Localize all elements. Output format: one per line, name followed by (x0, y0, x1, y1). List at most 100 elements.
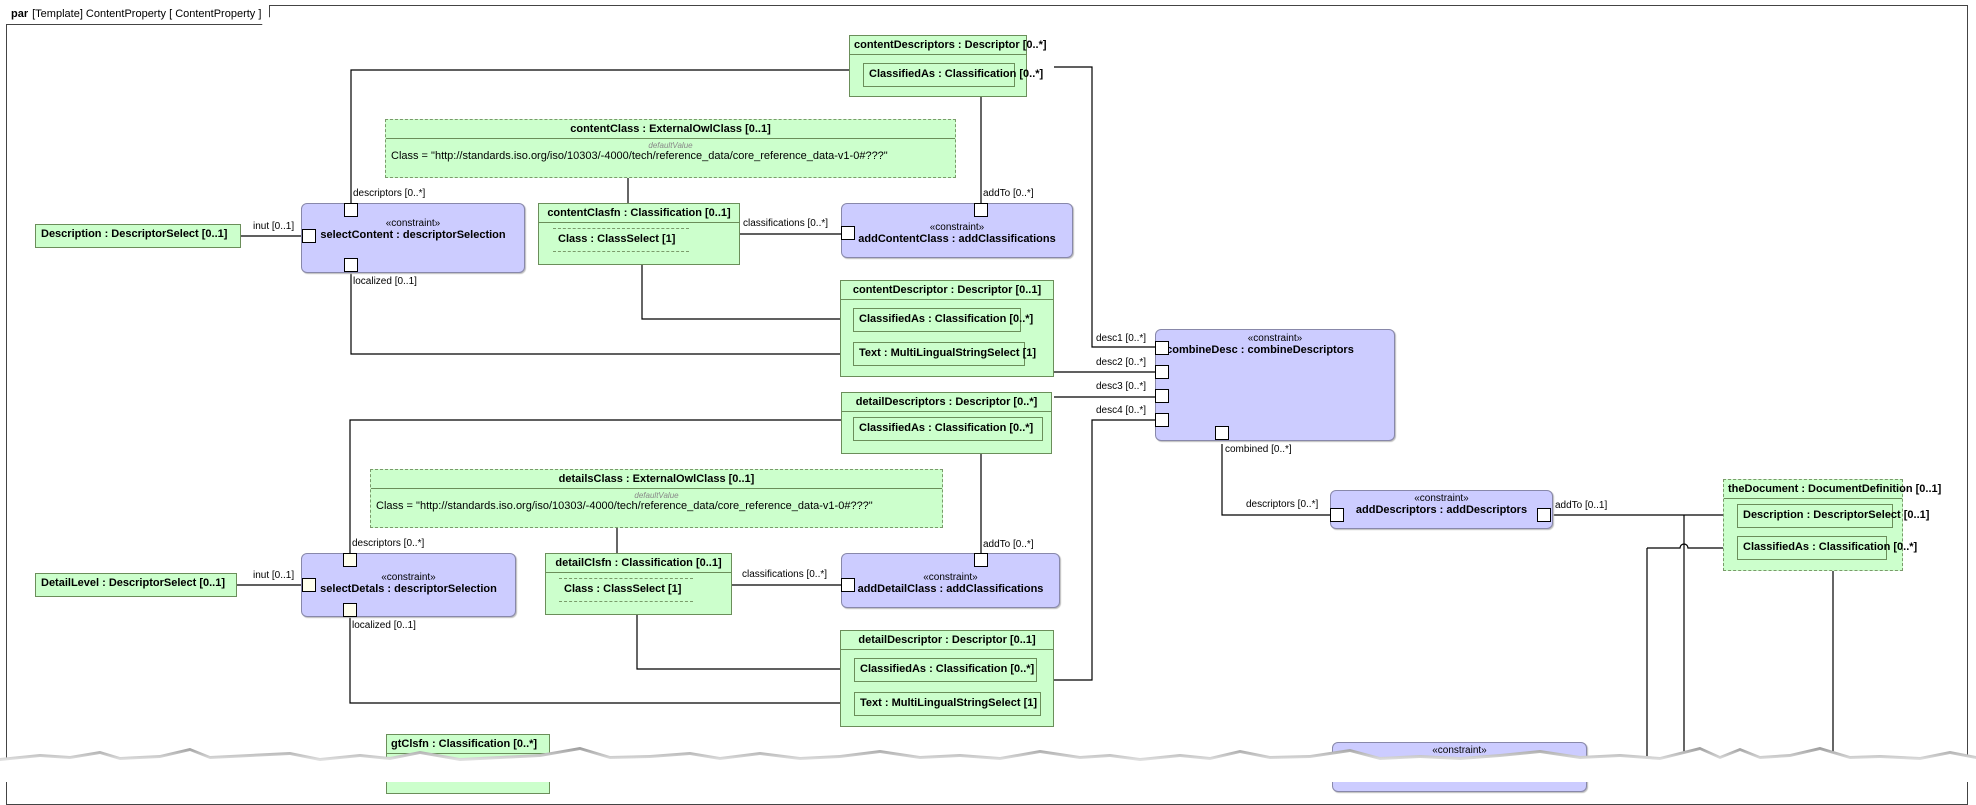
part-content-class[interactable]: contentClass : ExternalOwlClass [0..1] d… (385, 119, 956, 178)
part-details-class[interactable]: detailsClass : ExternalOwlClass [0..1] d… (370, 469, 943, 528)
port-descriptors[interactable] (343, 553, 357, 567)
part-the-document[interactable]: theDocument : DocumentDefinition [0..1] … (1723, 479, 1941, 571)
port-localized[interactable] (344, 258, 358, 272)
port-desc3[interactable] (1155, 389, 1169, 403)
constraint-name: selectDetals : descriptorSelection (320, 583, 497, 595)
constraint-name: selectContent : descriptorSelection (320, 229, 506, 241)
part-content-descriptors[interactable]: contentDescriptors : Descriptor [0..*] C… (849, 35, 1047, 97)
port-label-desc3: desc3 [0..*] (1096, 381, 1147, 392)
port-label-classifications: classifications [0..*] (742, 569, 828, 580)
property-detail-clsfn-class[interactable]: Class : ClassSelect [1] (559, 578, 693, 602)
diagram-frame-tab: par[Template] ContentProperty [ ContentP… (6, 5, 271, 25)
part-description-select-label: Description : DescriptorSelect [0..1] (41, 228, 228, 240)
frame-title: [Template] ContentProperty [ ContentProp… (32, 8, 262, 20)
constraint-combine-desc[interactable]: «constraint» combineDesc : combineDescri… (1155, 329, 1395, 441)
stereotype-label: «constraint» (1432, 745, 1487, 756)
port-combined[interactable] (1215, 426, 1229, 440)
frame-kind: par (11, 8, 29, 20)
default-value-text: Class = "http://standards.iso.org/iso/10… (391, 150, 888, 162)
port-inut[interactable] (302, 578, 316, 592)
property-content-clasfn-class[interactable]: Class : ClassSelect [1] (553, 228, 689, 252)
property-detail-descriptor-classified-as[interactable]: ClassifiedAs : Classification [0..*] (854, 658, 1037, 682)
part-detail-level[interactable]: DetailLevel : DescriptorSelect [0..1] (35, 573, 237, 597)
port-desc2[interactable] (1155, 365, 1169, 379)
part-detail-clsfn-header: detailClsfn : Classification [0..1] (546, 554, 731, 573)
connector-detals-localized (349, 617, 857, 704)
port-label-localized: localized [0..1] (352, 620, 416, 631)
default-value-label: defaultValue (634, 491, 679, 500)
port-label-classifications: classifications [0..*] (743, 218, 829, 229)
constraint-add-detail-class[interactable]: «constraint» addDetailClass : addClassif… (841, 553, 1060, 608)
port-descriptors[interactable] (1330, 508, 1344, 522)
stereotype-label: «constraint» (1414, 493, 1469, 504)
port-add-to[interactable] (974, 553, 988, 567)
part-content-clasfn-header: contentClasfn : Classification [0..1] (539, 204, 739, 223)
constraint-name: combineDesc : combineDescriptors (1166, 344, 1354, 356)
port-label-localized: localized [0..1] (353, 276, 417, 287)
connector-localized-content (350, 272, 857, 355)
port-descriptors[interactable] (344, 203, 358, 217)
connector-descriptors-content (350, 69, 849, 204)
part-detail-descriptors[interactable]: detailDescriptors : Descriptor [0..*] Cl… (841, 392, 1052, 454)
part-content-descriptors-header: contentDescriptors : Descriptor [0..*] (850, 36, 1047, 55)
constraint-add-descriptors[interactable]: «constraint» addDescriptors : addDescrip… (1330, 490, 1553, 529)
connector-combined-adddescriptors (1221, 444, 1330, 516)
port-label-desc1: desc1 [0..*] (1096, 333, 1147, 344)
port-label-combined: combined [0..*] (1225, 444, 1292, 455)
property-detail-descriptors-classified-as[interactable]: ClassifiedAs : Classification [0..*] (853, 417, 1043, 441)
part-detail-clsfn[interactable]: detailClsfn : Classification [0..1] Clas… (545, 553, 732, 615)
part-content-descriptor[interactable]: contentDescriptor : Descriptor [0..1] Cl… (840, 280, 1054, 377)
connector-document-classifiedas (1646, 543, 1737, 775)
port-label-add-to: addTo [0..1] (1555, 500, 1608, 511)
port-desc1[interactable] (1155, 341, 1169, 355)
property-document-classified-as[interactable]: ClassifiedAs : Classification [0..*] (1737, 536, 1917, 560)
property-document-description[interactable]: Description : DescriptorSelect [0..1] (1737, 504, 1929, 528)
part-details-class-header: detailsClass : ExternalOwlClass [0..1] (371, 470, 942, 489)
property-content-descriptor-classified-as[interactable]: ClassifiedAs : Classification [0..*] (853, 308, 1033, 332)
stereotype-label: «constraint» (923, 572, 978, 583)
part-detail-descriptor-header: detailDescriptor : Descriptor [0..1] (841, 631, 1053, 650)
constraint-name: addDetailClass : addClassifications (857, 583, 1044, 595)
part-content-descriptor-header: contentDescriptor : Descriptor [0..1] (841, 281, 1053, 300)
default-value-label: defaultValue (648, 141, 693, 150)
part-detail-descriptor[interactable]: detailDescriptor : Descriptor [0..1] Cla… (840, 630, 1054, 727)
stereotype-label: «constraint» (929, 222, 985, 233)
constraint-name: addContentClass : addClassifications (858, 233, 1056, 245)
connector-contentdescriptors-desc1 (1054, 66, 1155, 348)
constraint-name: addDescriptors : addDescriptors (1355, 504, 1528, 516)
constraint-select-content[interactable]: «constraint» selectContent : descriptorS… (301, 203, 525, 273)
parametric-diagram-canvas: par[Template] ContentProperty [ ContentP… (0, 5, 1976, 805)
port-classifications[interactable] (841, 578, 855, 592)
part-detail-descriptors-header: detailDescriptors : Descriptor [0..*] (842, 393, 1051, 412)
connector-clsfn-detaildescriptor (636, 615, 857, 670)
port-label-descriptors: descriptors [0..*] (353, 188, 426, 199)
property-content-descriptors-classified-as[interactable]: ClassifiedAs : Classification [0..*] (863, 63, 1043, 87)
port-classifications[interactable] (841, 226, 855, 240)
port-desc4[interactable] (1155, 413, 1169, 427)
port-label-add-to: addTo [0..*] (983, 539, 1034, 550)
part-description-select[interactable]: Description : DescriptorSelect [0..1] (35, 224, 241, 248)
torn-page-edge (0, 747, 1976, 782)
port-label-desc2: desc2 [0..*] (1096, 357, 1147, 368)
port-localized[interactable] (343, 603, 357, 617)
port-inut[interactable] (302, 229, 316, 243)
port-add-to[interactable] (1537, 508, 1551, 522)
stereotype-label: «constraint» (1247, 333, 1303, 344)
port-add-to[interactable] (974, 203, 988, 217)
constraint-add-content-class[interactable]: «constraint» addContentClass : addClassi… (841, 203, 1073, 258)
connector-clasfn-contentdescriptor (641, 265, 857, 320)
stereotype-label: «constraint» (381, 572, 436, 583)
port-label-inut: inut [0..1] (253, 570, 295, 581)
part-content-class-header: contentClass : ExternalOwlClass [0..1] (386, 120, 955, 139)
port-label-inut: inut [0..1] (253, 221, 295, 232)
port-label-descriptors: descriptors [0..*] (352, 538, 425, 549)
constraint-select-detals[interactable]: «constraint» selectDetals : descriptorSe… (301, 553, 516, 617)
connector-detals-descriptors (349, 419, 843, 553)
property-detail-descriptor-text[interactable]: Text : MultiLingualStringSelect [1] (854, 692, 1041, 716)
part-content-clasfn[interactable]: contentClasfn : Classification [0..1] Cl… (538, 203, 740, 265)
port-label-add-to: addTo [0..*] (983, 188, 1034, 199)
port-label-descriptors: descriptors [0..*] (1246, 499, 1319, 510)
part-the-document-header: theDocument : DocumentDefinition [0..1] (1724, 480, 1941, 499)
property-content-descriptor-text[interactable]: Text : MultiLingualStringSelect [1] (853, 342, 1036, 366)
default-value-text: Class = "http://standards.iso.org/iso/10… (376, 500, 873, 512)
